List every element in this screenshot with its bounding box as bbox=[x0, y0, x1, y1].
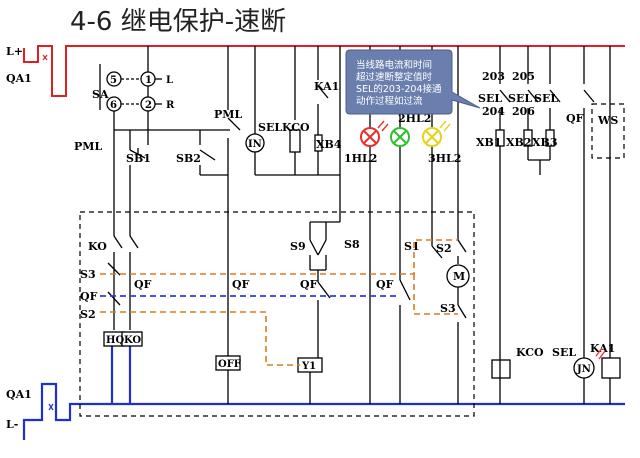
node-206: 206 bbox=[512, 105, 535, 118]
kco-bottom-label: KCO bbox=[516, 346, 544, 359]
ka1-top-label: KA1 bbox=[314, 80, 339, 93]
node-204: 204 bbox=[482, 105, 505, 118]
contact-6: 6 bbox=[110, 100, 117, 111]
lamp-2hl2-icon bbox=[390, 127, 410, 147]
ko-label: KO bbox=[88, 240, 107, 253]
y1-coil: Y1 bbox=[301, 361, 316, 372]
hq-coil: HQ bbox=[106, 335, 124, 346]
ka1-flash-icon bbox=[595, 347, 606, 360]
sb2-label: SB2 bbox=[176, 152, 201, 165]
ws-label: WS bbox=[597, 114, 618, 127]
node-205: 205 bbox=[512, 70, 535, 83]
qa1-top-label: QA1 bbox=[6, 72, 32, 85]
qf-c-label: QF bbox=[232, 278, 250, 291]
callout-line-1: 当线路电流和时间 bbox=[356, 59, 432, 71]
xb2-label: XB2 bbox=[506, 136, 532, 149]
qf-right-label: QF bbox=[566, 112, 584, 125]
positive-bus bbox=[23, 45, 625, 97]
s3-left-label: S3 bbox=[80, 268, 96, 281]
qf-e-label: QF bbox=[376, 278, 394, 291]
xb3-label: XB3 bbox=[532, 136, 558, 149]
closing-circuit bbox=[103, 225, 241, 404]
motor-icon: M bbox=[453, 270, 465, 283]
sel-b-label: SEL bbox=[508, 92, 532, 105]
negative-bus bbox=[22, 340, 625, 440]
s1-label: S1 bbox=[404, 240, 420, 253]
breaker-mechanism-box bbox=[79, 211, 475, 417]
contact-5: 5 bbox=[110, 75, 117, 86]
xb4-label: XB4 bbox=[316, 138, 342, 151]
qf-left-b-label: QF bbox=[134, 278, 152, 291]
pml-left-label: PML bbox=[74, 140, 102, 153]
label-R: R bbox=[166, 100, 175, 111]
lamp-1hl2-icon bbox=[360, 120, 389, 147]
kco-top-label: KCO bbox=[282, 121, 310, 134]
positive-bus-label: L+ bbox=[6, 45, 23, 58]
in-meter: IN bbox=[248, 139, 262, 150]
s2-right-label: S2 bbox=[436, 242, 452, 255]
lamp-3hl2-icon bbox=[422, 120, 451, 147]
sel-xb-branch bbox=[495, 46, 611, 404]
jn-label: JN bbox=[576, 364, 591, 375]
ka1-bottom-label: KA1 bbox=[590, 342, 615, 355]
mechanical-linkage-orange bbox=[100, 239, 458, 366]
s3-right-label: S3 bbox=[440, 302, 456, 315]
pml-right-label: PML bbox=[214, 108, 242, 121]
off-coil: OFF bbox=[218, 359, 241, 370]
qf-left-a-label: QF bbox=[80, 290, 98, 303]
node-203: 203 bbox=[482, 70, 505, 83]
contact-1: 1 bbox=[145, 75, 152, 86]
qa1-bottom-label: QA1 bbox=[6, 388, 32, 401]
callout-line-2: 超过速断整定值时 bbox=[356, 71, 433, 83]
ko-coil: KO bbox=[124, 335, 141, 346]
ka1-relay-coil bbox=[601, 357, 621, 379]
s9-label: S9 bbox=[290, 240, 306, 253]
xb1-label: XB1 bbox=[476, 136, 502, 149]
sel-c-label: SEL bbox=[534, 92, 558, 105]
kco-relay-coil bbox=[491, 359, 511, 379]
contact-2: 2 bbox=[145, 100, 152, 111]
ws-box bbox=[591, 103, 625, 159]
pml-sb-branches bbox=[113, 46, 241, 360]
lamp-3hl2-label: 3HL2 bbox=[428, 152, 461, 165]
callout-bubble: 当线路电流和时间 超过速断整定值时 SEL的203-204接通 动作过程如过流 bbox=[345, 49, 481, 115]
s8-label: S8 bbox=[344, 238, 360, 251]
label-L: L bbox=[166, 75, 173, 86]
qf-d-label: QF bbox=[300, 278, 318, 291]
lamp-1hl2-label: 1HL2 bbox=[344, 152, 377, 165]
jn-meter-icon bbox=[573, 357, 595, 379]
callout-line-3: SEL的203-204接通 bbox=[356, 83, 442, 95]
callout-line-4: 动作过程如过流 bbox=[356, 95, 423, 107]
negative-bus-label: L- bbox=[6, 418, 18, 431]
sa-switch bbox=[99, 46, 230, 131]
sb1-label: SB1 bbox=[126, 152, 151, 165]
lamp-2hl2-label: 2HL2 bbox=[398, 112, 431, 125]
page-title: 4-6 继电保护-速断 bbox=[70, 7, 286, 37]
sel-kco-branch bbox=[245, 46, 341, 222]
sel-bottom-label: SEL bbox=[552, 346, 576, 359]
trip-circuit bbox=[297, 221, 340, 404]
sa-label: SA bbox=[92, 88, 109, 101]
s2-left-label: S2 bbox=[80, 308, 96, 321]
motor-circuit bbox=[399, 230, 470, 404]
sel-a-label: SEL bbox=[478, 92, 502, 105]
sel-top-label: SEL bbox=[258, 121, 282, 134]
